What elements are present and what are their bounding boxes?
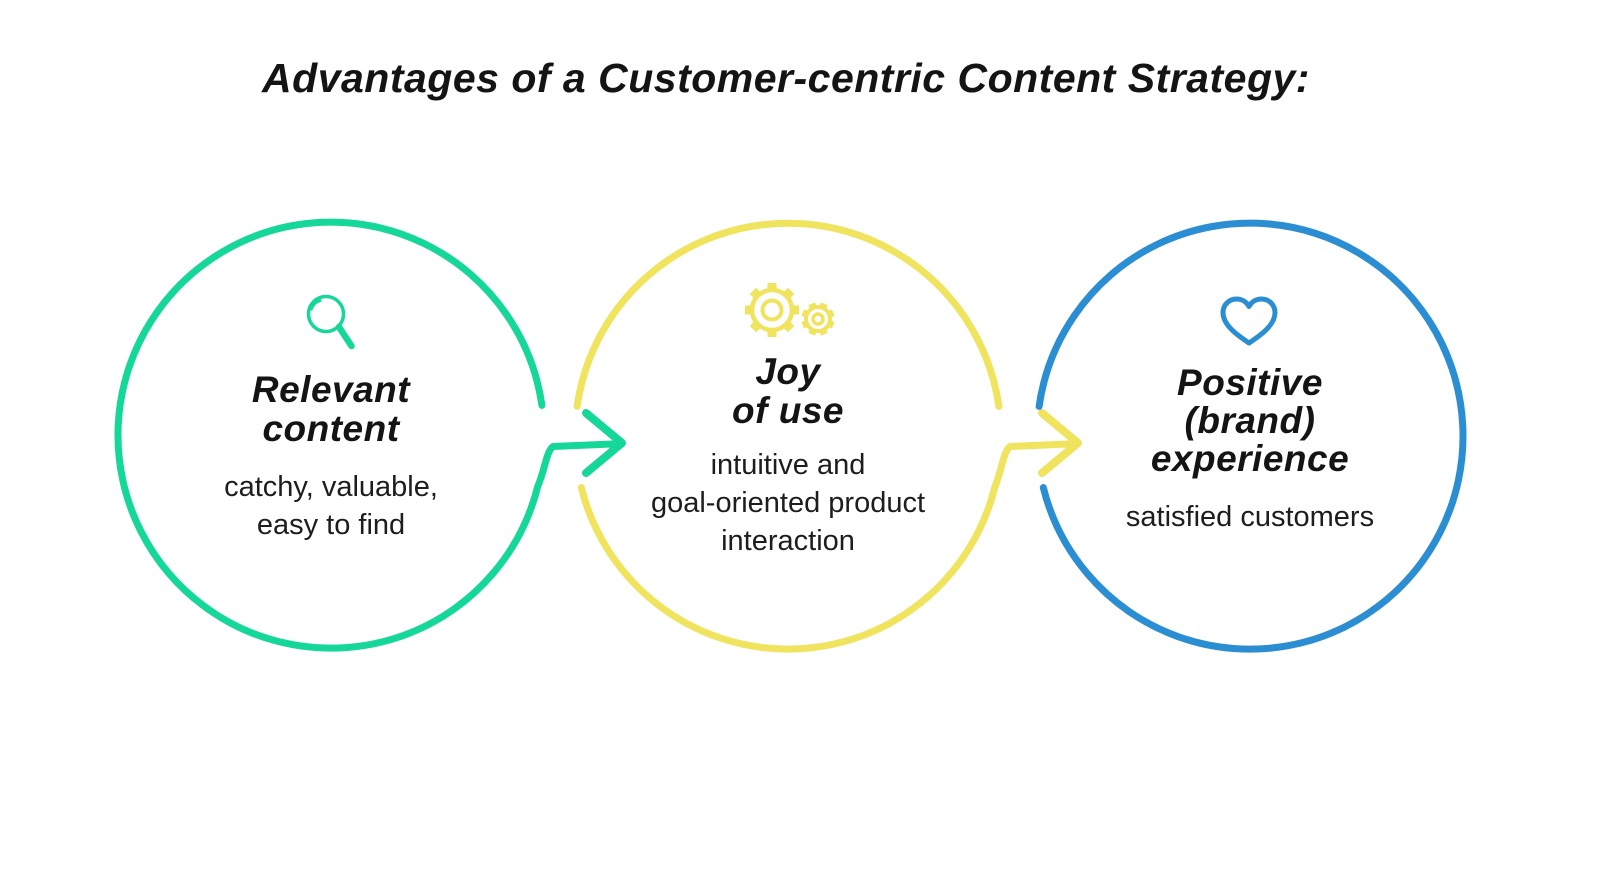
stage-heading-relevant-content: Relevant content: [251, 369, 411, 449]
small-gear-teeth: [801, 302, 835, 336]
diagram-title: Advantages of a Customer-centric Content…: [262, 55, 1310, 101]
heart-icon: [1220, 296, 1278, 346]
stage-circle-positive-brand-experience: [1035, 219, 1467, 653]
stage-1-graphics: [114, 218, 626, 652]
stage-circle-joy-of-use-top-arc: [573, 219, 1003, 410]
stage-circle-relevant-content: [114, 218, 616, 652]
stage-description-relevant-content: catchy, valuable, easy to find: [224, 471, 438, 541]
stage-heading-joy-of-use: Joy of use: [732, 351, 844, 431]
gears-icon: [745, 283, 835, 337]
magnifier-icon: [306, 294, 355, 350]
stage-description-joy-of-use: intuitive and goal-oriented product inte…: [650, 449, 926, 557]
stage-3-graphics: [1035, 219, 1467, 653]
stage-heading-positive-brand-experience: Positive (brand) experience: [1150, 362, 1350, 479]
large-gear-teeth: [745, 283, 799, 337]
stage-circle-joy-of-use-bottom-arc: [577, 440, 1072, 653]
stage-description-positive-brand-experience: satisfied customers: [1125, 501, 1375, 533]
stage-2-graphics: [573, 219, 1082, 653]
arrow-head-relevant-to-joy: [582, 409, 626, 477]
arrow-head-joy-to-positive: [1038, 409, 1082, 477]
